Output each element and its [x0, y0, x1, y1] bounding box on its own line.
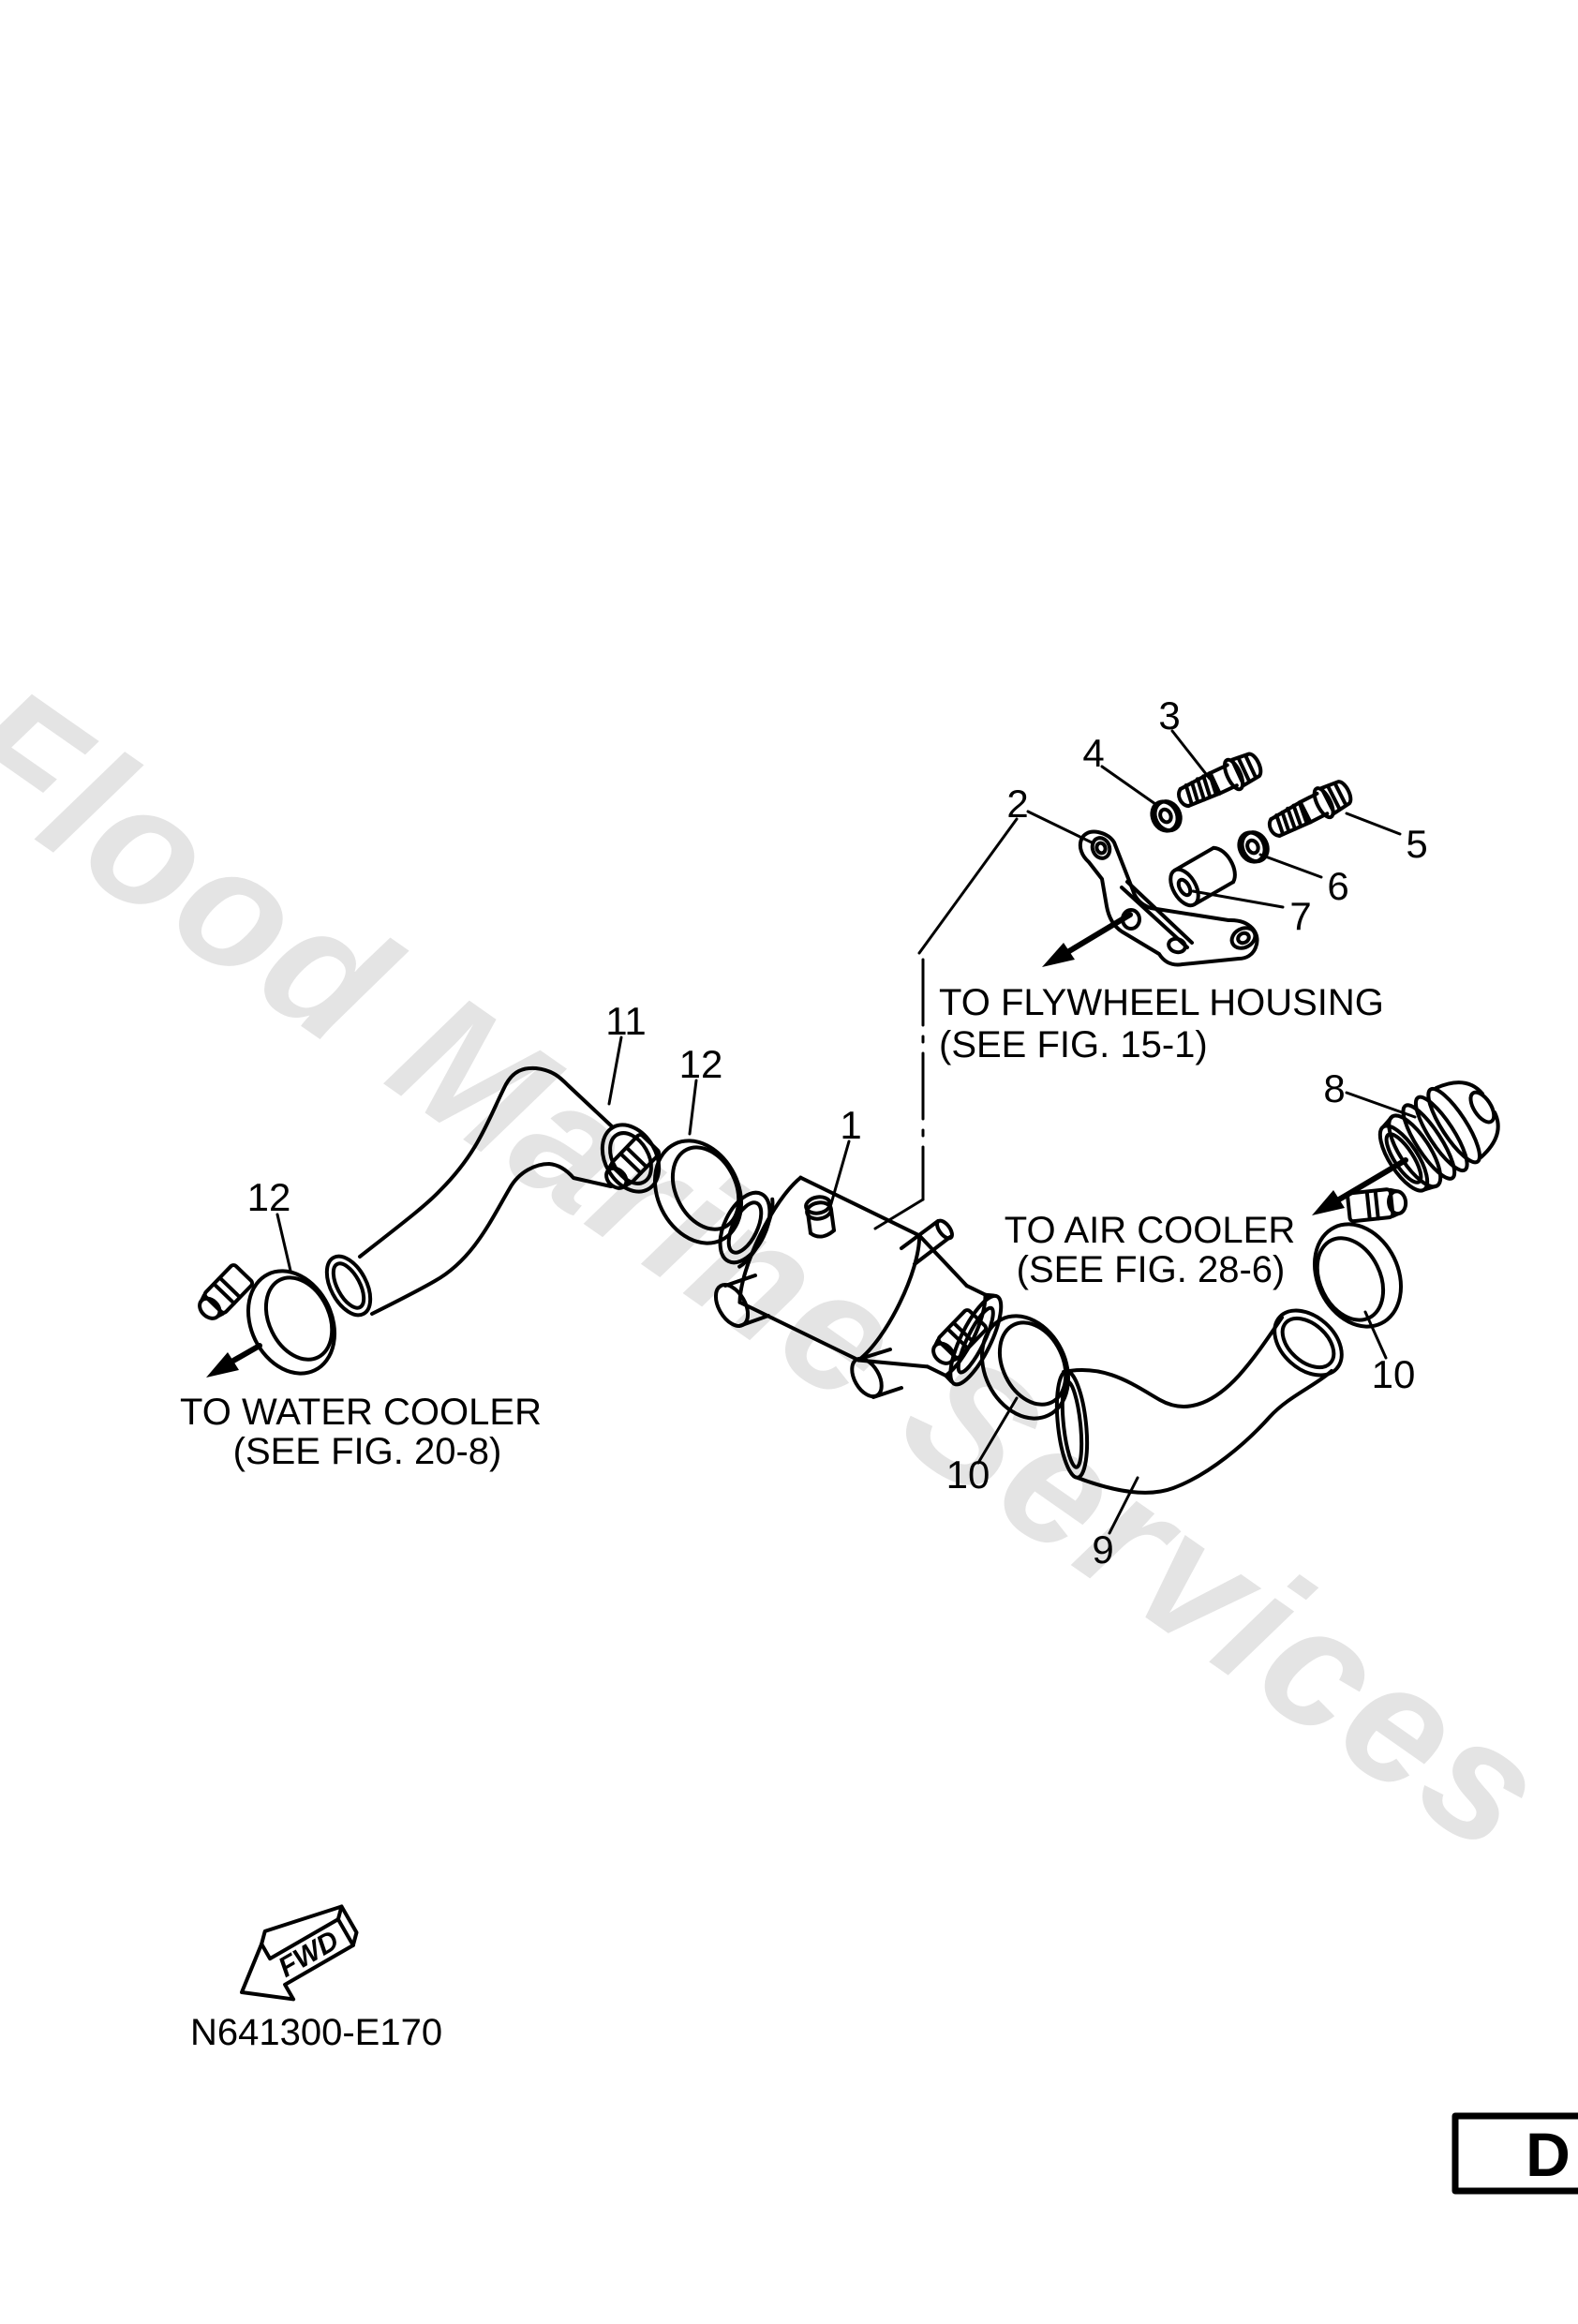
callout-6: 6: [1327, 864, 1348, 908]
callout-2: 2: [1006, 782, 1028, 826]
spacer-part-7: [1169, 845, 1237, 908]
clamp-part-12-left: [186, 1234, 351, 1406]
cooler-stub-pipe: [900, 1218, 954, 1266]
callout-12-right: 12: [679, 1042, 723, 1086]
note-water-cooler-line2: (SEE FIG. 20-8): [233, 1431, 502, 1472]
fwd-arrow-icon: FWD: [240, 1904, 359, 2002]
callout-numbers: 1 2 3 4 5 6 7 8 9 10 10 11 12 12: [247, 693, 1428, 1572]
leader-9: [1108, 1476, 1139, 1535]
leader-5: [1345, 812, 1402, 836]
clamp-part-12-right: [592, 1104, 758, 1275]
leader-3: [1170, 729, 1212, 781]
page-letter: D: [1526, 2120, 1571, 2189]
cooler-top-plug: [804, 1195, 836, 1239]
arrow-to-flywheel-housing: [1042, 912, 1133, 967]
leader-12-right: [688, 1079, 698, 1136]
note-air-cooler-line1: TO AIR COOLER: [1005, 1210, 1295, 1251]
leader-11: [607, 1035, 623, 1106]
hose-part-9: [1054, 1308, 1344, 1495]
callout-4: 4: [1082, 731, 1104, 775]
callout-1: 1: [840, 1103, 861, 1147]
note-flywheel-line1: TO FLYWHEEL HOUSING: [939, 982, 1384, 1023]
assembly-arrows: [206, 912, 1408, 1378]
note-air-cooler-line2: (SEE FIG. 28-6): [1017, 1249, 1286, 1290]
leader-2-assembly-b: [873, 1198, 925, 1230]
bolt-part-5: [1261, 774, 1358, 846]
callout-11: 11: [605, 999, 647, 1043]
callout-8: 8: [1323, 1066, 1345, 1110]
callout-10-right: 10: [1372, 1352, 1416, 1396]
reference-notes: TO FLYWHEEL HOUSING (SEE FIG. 15-1) TO A…: [180, 982, 1384, 1472]
callout-3: 3: [1158, 693, 1180, 737]
callout-12-left: 12: [247, 1175, 291, 1219]
cooler-feet: [713, 1274, 903, 1399]
fasteners: [1145, 746, 1358, 908]
callout-9: 9: [1092, 1527, 1113, 1572]
leader-6: [1258, 853, 1323, 879]
drawing-number: N641300-E170: [190, 2012, 442, 2053]
page-letter-box: D: [1451, 2112, 1578, 2195]
callout-7: 7: [1289, 894, 1311, 938]
hose-part-11: [324, 1065, 662, 1318]
oil-cooler-part-1: [713, 1175, 1004, 1399]
arrow-to-water-cooler: [206, 1343, 262, 1378]
leader-7: [1191, 889, 1285, 909]
fitting-part-8: [1377, 1080, 1500, 1193]
callout-10-left: 10: [946, 1452, 990, 1497]
leader-12-left: [275, 1213, 292, 1273]
washer-part-6: [1232, 825, 1274, 869]
leader-2-assembly-a: [917, 817, 1019, 955]
fwd-label: FWD: [274, 1925, 345, 1984]
note-water-cooler-line1: TO WATER COOLER: [180, 1392, 542, 1433]
bolt-part-3: [1171, 746, 1268, 816]
arrow-to-air-cooler: [1312, 1157, 1408, 1215]
note-flywheel-line2: (SEE FIG. 15-1): [939, 1024, 1208, 1065]
callout-5: 5: [1406, 822, 1427, 866]
leader-1: [828, 1140, 851, 1209]
leader-4: [1100, 765, 1157, 806]
